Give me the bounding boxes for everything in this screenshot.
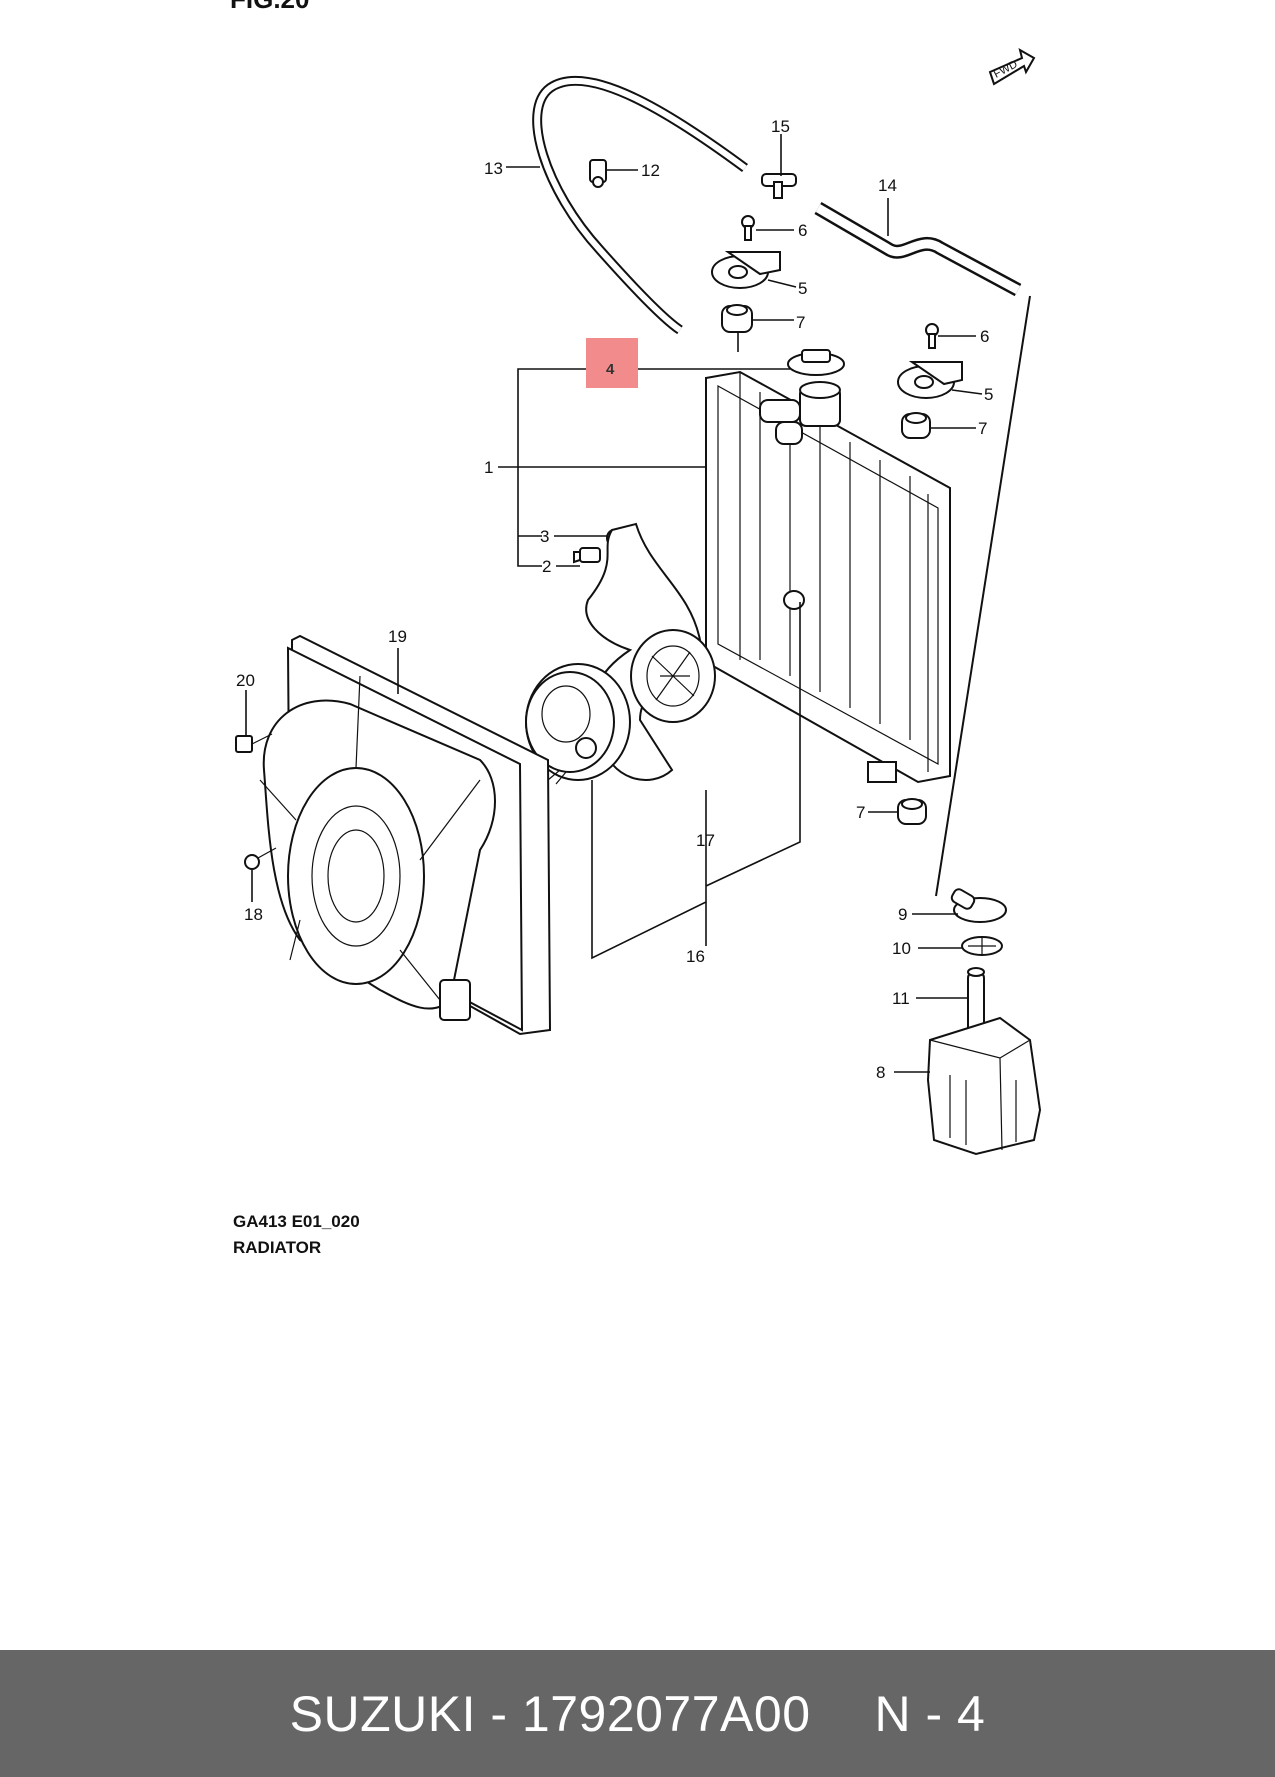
mounting-bracket-upper-left bbox=[711, 251, 781, 289]
callout-20: 20 bbox=[236, 671, 255, 690]
callout-3: 3 bbox=[540, 527, 549, 546]
shroud-screw-lower bbox=[244, 847, 277, 870]
reservoir-cap-seal bbox=[961, 936, 1003, 956]
radiator-cap bbox=[787, 349, 845, 376]
mounting-bracket-upper-right bbox=[897, 361, 963, 399]
callout-7b: 7 bbox=[978, 419, 987, 438]
bracket-bolt-upper-left bbox=[741, 215, 755, 241]
radiator-exploded-diagram: FIG.20 FWD bbox=[230, 0, 1042, 1257]
bracket-bolt-upper-right bbox=[925, 323, 939, 349]
hose-clamp bbox=[589, 159, 607, 188]
callout-17: 17 bbox=[696, 831, 715, 850]
callout-13: 13 bbox=[484, 159, 503, 178]
callout-18: 18 bbox=[244, 905, 263, 924]
core-grommet bbox=[783, 590, 805, 610]
rubber-mount-upper-left bbox=[721, 304, 753, 333]
callout-10: 10 bbox=[892, 939, 911, 958]
rubber-mount-upper-right bbox=[901, 412, 931, 439]
fan-motor bbox=[525, 663, 631, 785]
leader-5a bbox=[767, 279, 797, 288]
coolant-reservoir-tank bbox=[926, 1016, 1042, 1156]
drain-plug bbox=[573, 547, 601, 564]
leader-17 bbox=[591, 602, 801, 960]
part-number-label: SUZUKI - 1792077A00 bbox=[289, 1685, 811, 1742]
rubber-mount-lower bbox=[897, 798, 927, 825]
callout-5b: 5 bbox=[984, 385, 993, 404]
figure-title: RADIATOR bbox=[233, 1238, 321, 1257]
reservoir-overflow-hose bbox=[935, 295, 1031, 897]
fan-shroud bbox=[259, 634, 552, 1036]
callout-16: 16 bbox=[686, 947, 705, 966]
hose-connector bbox=[761, 173, 797, 199]
forward-arrow-icon bbox=[988, 47, 1036, 86]
callout-1: 1 bbox=[484, 458, 493, 477]
callout-8: 8 bbox=[876, 1063, 885, 1082]
callout-5a: 5 bbox=[798, 279, 807, 298]
shroud-bolt-upper bbox=[235, 733, 273, 753]
callout-6a: 6 bbox=[798, 221, 807, 240]
callout-6b: 6 bbox=[980, 327, 989, 346]
radiator-core bbox=[705, 370, 951, 784]
callout-4: 4 bbox=[606, 361, 615, 378]
part-info-footer: SUZUKI - 1792077A00 N - 4 bbox=[0, 1650, 1275, 1777]
figure-header: FIG.20 bbox=[230, 0, 309, 14]
leader-5b bbox=[951, 389, 983, 395]
highlighted-callout-box bbox=[586, 338, 638, 388]
callout-12: 12 bbox=[641, 161, 660, 180]
callout-7a: 7 bbox=[796, 313, 805, 332]
callout-9: 9 bbox=[898, 905, 907, 924]
callout-14: 14 bbox=[878, 176, 897, 195]
figure-code: GA413 E01_020 bbox=[233, 1212, 360, 1231]
callout-2: 2 bbox=[542, 557, 551, 576]
callout-19: 19 bbox=[388, 627, 407, 646]
callout-11: 11 bbox=[892, 989, 910, 1008]
reservoir-cap bbox=[950, 888, 1007, 923]
position-label: N - 4 bbox=[874, 1685, 986, 1742]
callout-7c: 7 bbox=[856, 803, 865, 822]
callout-15: 15 bbox=[771, 117, 790, 136]
